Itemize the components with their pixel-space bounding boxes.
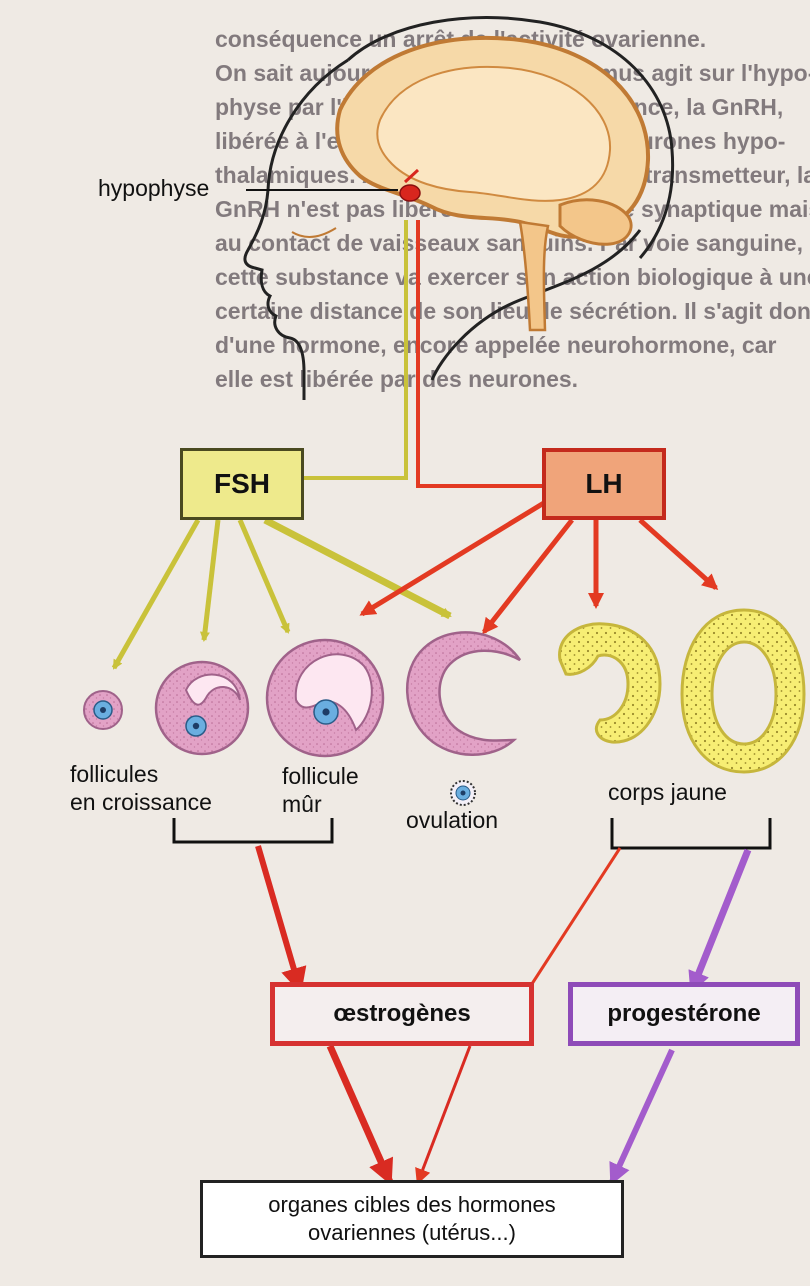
corps-jaune-forming xyxy=(560,624,660,742)
organes-cibles-box: organes cibles des hormones ovariennes (… xyxy=(200,1180,624,1258)
hypophyse-gland xyxy=(400,185,420,201)
progesterone-box: progestérone xyxy=(568,982,800,1046)
organes-cibles-label: organes cibles des hormones ovariennes (… xyxy=(268,1191,555,1247)
hypophyse-label: hypophyse xyxy=(98,174,209,202)
corps-jaune-mature xyxy=(682,610,804,772)
follicules-en-croissance-label: follicules en croissance xyxy=(70,760,260,816)
arrow-progesterone-to-organes xyxy=(612,1050,672,1182)
follicle-ruptured xyxy=(407,632,520,754)
corps-jaune-label: corps jaune xyxy=(608,778,727,806)
brainstem xyxy=(520,222,548,330)
progesterone-label: progestérone xyxy=(607,1000,760,1028)
fsh-box: FSH xyxy=(180,448,304,520)
lh-label: LH xyxy=(585,468,622,500)
arrow-follicles-to-oestrogenes xyxy=(258,846,300,990)
ovulation-oocyte xyxy=(451,781,475,805)
nose-cavity xyxy=(292,228,336,237)
bracket-corps-jaune xyxy=(612,818,770,848)
arrow-oestrogenes-to-organes-1 xyxy=(330,1046,390,1182)
oestrogenes-box: œstrogènes xyxy=(270,982,534,1046)
bracket-follicles xyxy=(174,818,332,842)
oestrogenes-label: œstrogènes xyxy=(333,1000,470,1028)
lh-pathway xyxy=(418,220,542,486)
fsh-pathway xyxy=(302,220,406,478)
fsh-arrows xyxy=(114,520,450,668)
head-illustration xyxy=(245,18,673,400)
ovulation-label: ovulation xyxy=(406,806,498,834)
lh-box: LH xyxy=(542,448,666,520)
follicle-growing xyxy=(156,662,248,754)
fsh-label: FSH xyxy=(214,468,270,500)
follicule-mur-label: follicule mûr xyxy=(282,762,402,818)
arrow-corps-jaune-to-progesterone xyxy=(692,850,748,990)
follicle-small xyxy=(84,691,122,729)
follicle-mature xyxy=(267,640,383,756)
arrow-corps-jaune-to-oestrogenes xyxy=(528,848,620,990)
arrow-oestrogenes-to-organes-2 xyxy=(418,1046,470,1182)
